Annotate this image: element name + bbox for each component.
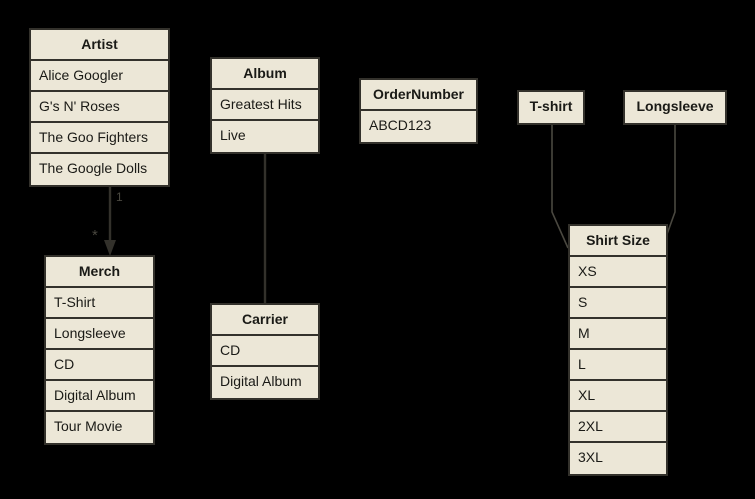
entity-shirt-size-row-2[interactable]: M: [570, 319, 666, 350]
entity-order-number-header: OrderNumber: [361, 80, 476, 111]
entity-artist-row-0[interactable]: Alice Googler: [31, 61, 168, 92]
entity-shirt-size-row-0[interactable]: XS: [570, 257, 666, 288]
entity-shirt-size-row-5[interactable]: 2XL: [570, 412, 666, 443]
entity-artist-header: Artist: [31, 30, 168, 61]
entity-longsleeve-header: Longsleeve: [625, 92, 725, 123]
entity-artist-row-3[interactable]: The Google Dolls: [31, 154, 168, 185]
entity-shirt-size-row-1[interactable]: S: [570, 288, 666, 319]
entity-merch-row-4[interactable]: Tour Movie: [46, 412, 153, 443]
entity-carrier[interactable]: Carrier CD Digital Album: [210, 303, 320, 400]
entity-shirt-size-row-3[interactable]: L: [570, 350, 666, 381]
entity-carrier-row-0[interactable]: CD: [212, 336, 318, 367]
entity-merch-row-0[interactable]: T-Shirt: [46, 288, 153, 319]
entity-merch[interactable]: Merch T-Shirt Longsleeve CD Digital Albu…: [44, 255, 155, 445]
entity-tshirt-header: T-shirt: [519, 92, 583, 123]
entity-tshirt[interactable]: T-shirt: [517, 90, 585, 125]
entity-shirt-size-header: Shirt Size: [570, 226, 666, 257]
entity-merch-row-2[interactable]: CD: [46, 350, 153, 381]
entity-longsleeve[interactable]: Longsleeve: [623, 90, 727, 125]
entity-album-header: Album: [212, 59, 318, 90]
arrowhead-artist-merch: [104, 240, 116, 256]
multiplicity-target-label: *: [92, 227, 98, 244]
entity-artist[interactable]: Artist Alice Googler G's N' Roses The Go…: [29, 28, 170, 187]
entity-shirt-size-row-6[interactable]: 3XL: [570, 443, 666, 474]
entity-album[interactable]: Album Greatest Hits Live: [210, 57, 320, 154]
entity-album-row-1[interactable]: Live: [212, 121, 318, 152]
entity-merch-header: Merch: [46, 257, 153, 288]
entity-album-row-0[interactable]: Greatest Hits: [212, 90, 318, 121]
entity-order-number[interactable]: OrderNumber ABCD123: [359, 78, 478, 144]
entity-artist-row-2[interactable]: The Goo Fighters: [31, 123, 168, 154]
entity-carrier-header: Carrier: [212, 305, 318, 336]
entity-order-number-row-0[interactable]: ABCD123: [361, 111, 476, 142]
multiplicity-source-label: 1: [116, 190, 123, 204]
entity-shirt-size[interactable]: Shirt Size XS S M L XL 2XL 3XL: [568, 224, 668, 476]
entity-carrier-row-1[interactable]: Digital Album: [212, 367, 318, 398]
edge-tshirt-shirtsize: [551, 121, 569, 249]
entity-artist-row-1[interactable]: G's N' Roses: [31, 92, 168, 123]
entity-merch-row-3[interactable]: Digital Album: [46, 381, 153, 412]
entity-merch-row-1[interactable]: Longsleeve: [46, 319, 153, 350]
entity-shirt-size-row-4[interactable]: XL: [570, 381, 666, 412]
